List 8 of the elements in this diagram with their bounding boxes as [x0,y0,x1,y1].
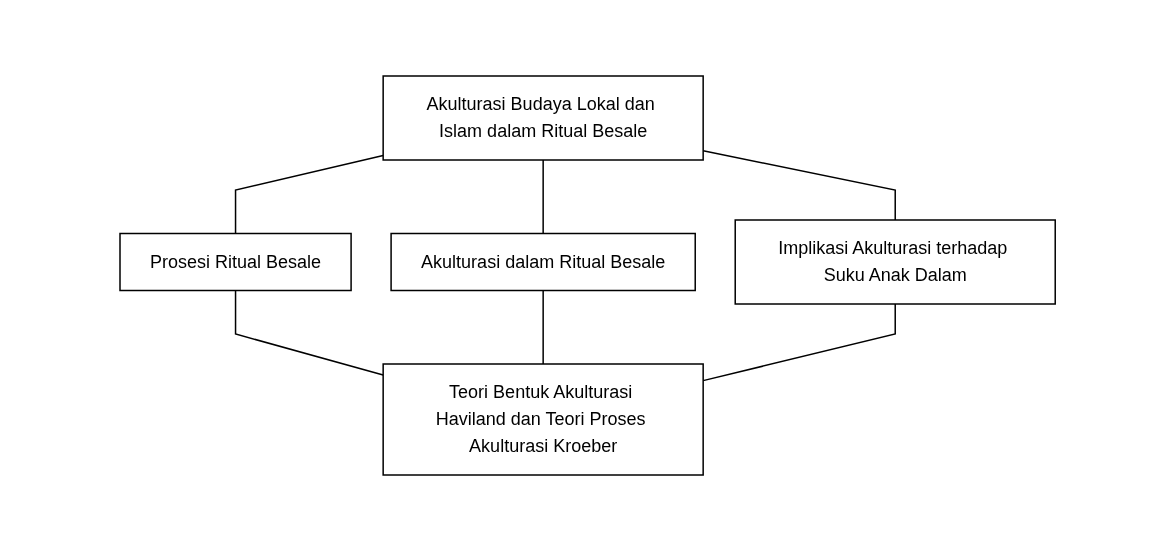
connector [235,154,385,235]
node-box: Teori Bentuk Akulturasi Haviland dan Teori Proses Akulturasi Kroeber [382,363,705,476]
connector [542,159,545,235]
node-box: Akulturasi dalam Ritual Besale [390,232,697,292]
node-box: Prosesi Ritual Besale [119,232,353,292]
connector [542,289,545,365]
node-box: Implikasi Akulturasi terhadap Suku Anak Dalam [734,219,1057,305]
node-box: Akulturasi Budaya Lokal dan Islam dalam Ritual Besale [382,75,705,161]
